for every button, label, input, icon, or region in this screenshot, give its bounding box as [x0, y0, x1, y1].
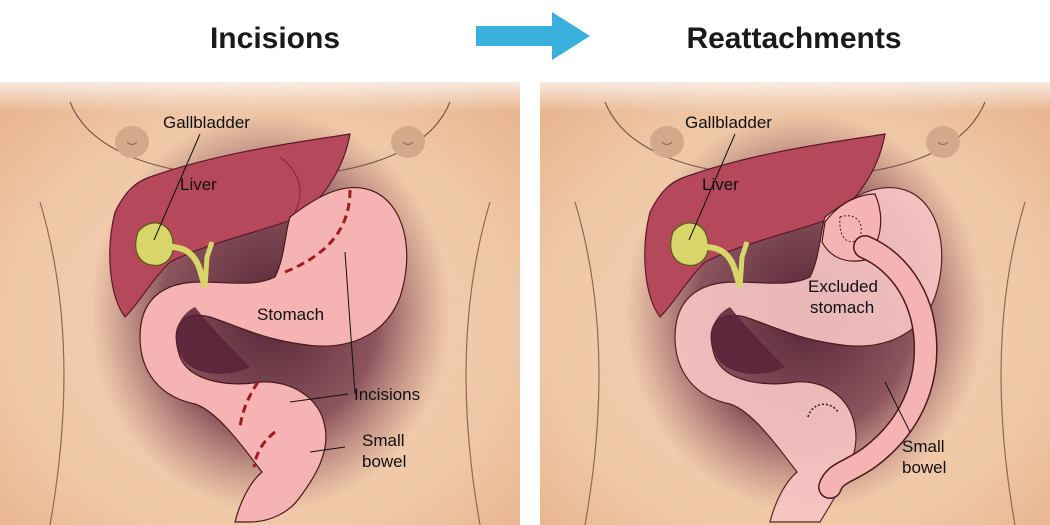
gallbladder [136, 223, 173, 266]
excluded-stomach-label-line2: stomach [810, 298, 874, 317]
reattachments-heading: Reattachments [644, 22, 944, 56]
liver-label: Liver [180, 175, 217, 194]
left-nipple [115, 126, 149, 158]
stomach-label: Stomach [257, 305, 324, 324]
incisions-heading: Incisions [125, 22, 425, 56]
right-nipple [926, 126, 960, 158]
right-nipple [391, 126, 425, 158]
small-bowel-label-line2: bowel [362, 452, 406, 471]
small-bowel-label-line1: Small [362, 431, 405, 450]
small-bowel-label-line1: Small [902, 437, 945, 456]
excluded-stomach-label-line1: Excluded [808, 277, 878, 296]
liver-label: Liver [702, 175, 739, 194]
gallbladder-label: Gallbladder [163, 113, 250, 132]
reattachments-panel: Gallbladder Liver Excluded stomach Small… [540, 82, 1050, 525]
gallbladder-label: Gallbladder [685, 113, 772, 132]
gallbladder [671, 223, 708, 266]
small-bowel-label-line2: bowel [902, 458, 946, 477]
incisions-panel: Gallbladder Liver Stomach Incisions Smal… [0, 82, 520, 525]
arrow-icon [474, 10, 594, 62]
incisions-label: Incisions [354, 385, 420, 404]
panel-divider [520, 82, 540, 525]
left-nipple [650, 126, 684, 158]
